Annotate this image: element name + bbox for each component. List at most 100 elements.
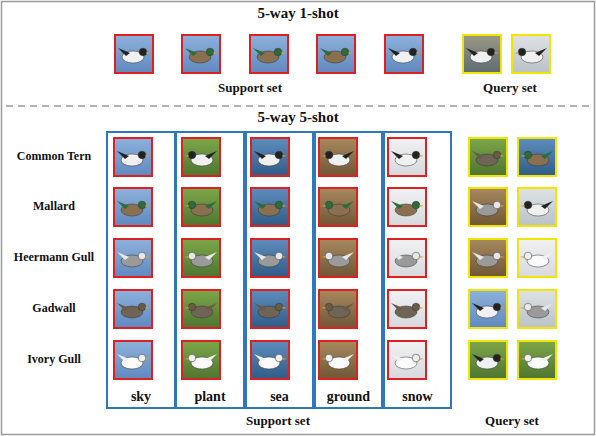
bird-beak	[501, 307, 506, 309]
bird-beak	[321, 155, 326, 157]
bird-wing	[391, 354, 403, 362]
bird-figure	[253, 48, 286, 63]
bird-photo	[318, 238, 358, 278]
bird-figure	[466, 48, 499, 63]
photo-background	[511, 34, 551, 74]
photo-background	[181, 187, 221, 227]
photo-background	[468, 340, 508, 380]
photo-group	[113, 34, 557, 380]
bird-photo	[113, 187, 153, 227]
bird-wing	[254, 201, 266, 209]
bird-photo	[113, 238, 153, 278]
photo-background	[181, 238, 221, 278]
bird-wing	[254, 303, 266, 311]
bird-photo	[468, 340, 508, 380]
bird-head	[188, 303, 196, 311]
bird-beak	[146, 205, 151, 207]
bird-figure	[520, 303, 553, 318]
bird-wing	[342, 201, 354, 209]
bird-figure	[254, 201, 287, 216]
bird-head	[325, 354, 333, 362]
bird-figure	[254, 354, 287, 369]
bird-head	[524, 354, 532, 362]
photo-border	[251, 239, 289, 277]
bird-photo	[250, 187, 290, 227]
photo-border	[388, 188, 426, 226]
bird-photo	[318, 187, 358, 227]
photo-border	[512, 35, 550, 73]
bird-photo	[113, 340, 153, 380]
photo-background	[387, 289, 427, 329]
photo-border	[319, 138, 357, 176]
photo-background	[181, 34, 221, 74]
bird-beak	[283, 256, 288, 258]
bird-figure	[321, 354, 354, 369]
bird-figure	[254, 252, 287, 267]
bird-figure	[185, 48, 218, 63]
bird-figure	[520, 201, 553, 216]
bird-beak	[520, 307, 525, 309]
bird-figure	[184, 151, 217, 166]
photo-border	[385, 35, 423, 73]
bird-figure	[391, 151, 424, 166]
photo-background	[318, 137, 358, 177]
bird-head	[409, 48, 417, 56]
column-label: plant	[177, 389, 243, 405]
photo-background	[517, 187, 557, 227]
bird-beak	[501, 256, 506, 258]
bird-head	[188, 151, 196, 159]
panel-title: 5-way 1-shot	[257, 5, 338, 22]
bird-wing	[254, 354, 266, 362]
photo-border	[317, 35, 355, 73]
bird-head	[518, 48, 526, 56]
photo-background	[468, 137, 508, 177]
bird-head	[341, 48, 349, 56]
photo-background	[250, 238, 290, 278]
set-label: Query set	[485, 414, 539, 429]
bird-photo	[511, 34, 551, 74]
column-label: sky	[108, 389, 174, 405]
bird-head	[412, 151, 420, 159]
bird-head	[138, 303, 146, 311]
bird-head	[524, 252, 532, 260]
bird-head	[493, 354, 501, 362]
bird-beak	[282, 52, 287, 54]
bird-beak	[520, 155, 525, 157]
photo-border	[518, 341, 556, 379]
bird-figure	[472, 354, 505, 369]
bird-photo	[316, 34, 356, 74]
photo-background	[316, 34, 356, 74]
bird-photo	[181, 187, 221, 227]
dashed-separator	[6, 105, 590, 107]
bird-head	[493, 201, 501, 209]
bird-wing	[117, 252, 129, 260]
bird-head	[325, 201, 333, 209]
bird-photo	[387, 238, 427, 278]
bird-beak	[321, 256, 326, 258]
bird-wing	[472, 151, 484, 159]
column-label: sea	[247, 389, 312, 405]
context-column-box: sky	[106, 131, 176, 409]
bird-photo	[249, 34, 289, 74]
bird-head	[138, 354, 146, 362]
photo-border	[182, 35, 220, 73]
photo-border	[469, 188, 507, 226]
bird-head	[138, 201, 146, 209]
bird-figure	[184, 303, 217, 318]
photo-border	[251, 341, 289, 379]
bird-wing	[472, 201, 484, 209]
class-name: Gadwall	[32, 302, 75, 316]
bird-photo	[468, 289, 508, 329]
bird-wing	[205, 201, 217, 209]
bird-wing	[117, 151, 129, 159]
bird-wing	[391, 252, 403, 260]
photo-border	[319, 290, 357, 328]
bird-photo	[250, 238, 290, 278]
bird-figure	[117, 354, 150, 369]
bird-beak	[146, 307, 151, 309]
bird-photo	[181, 289, 221, 329]
bird-photo	[387, 340, 427, 380]
bird-beak	[420, 205, 425, 207]
photo-background	[387, 137, 427, 177]
